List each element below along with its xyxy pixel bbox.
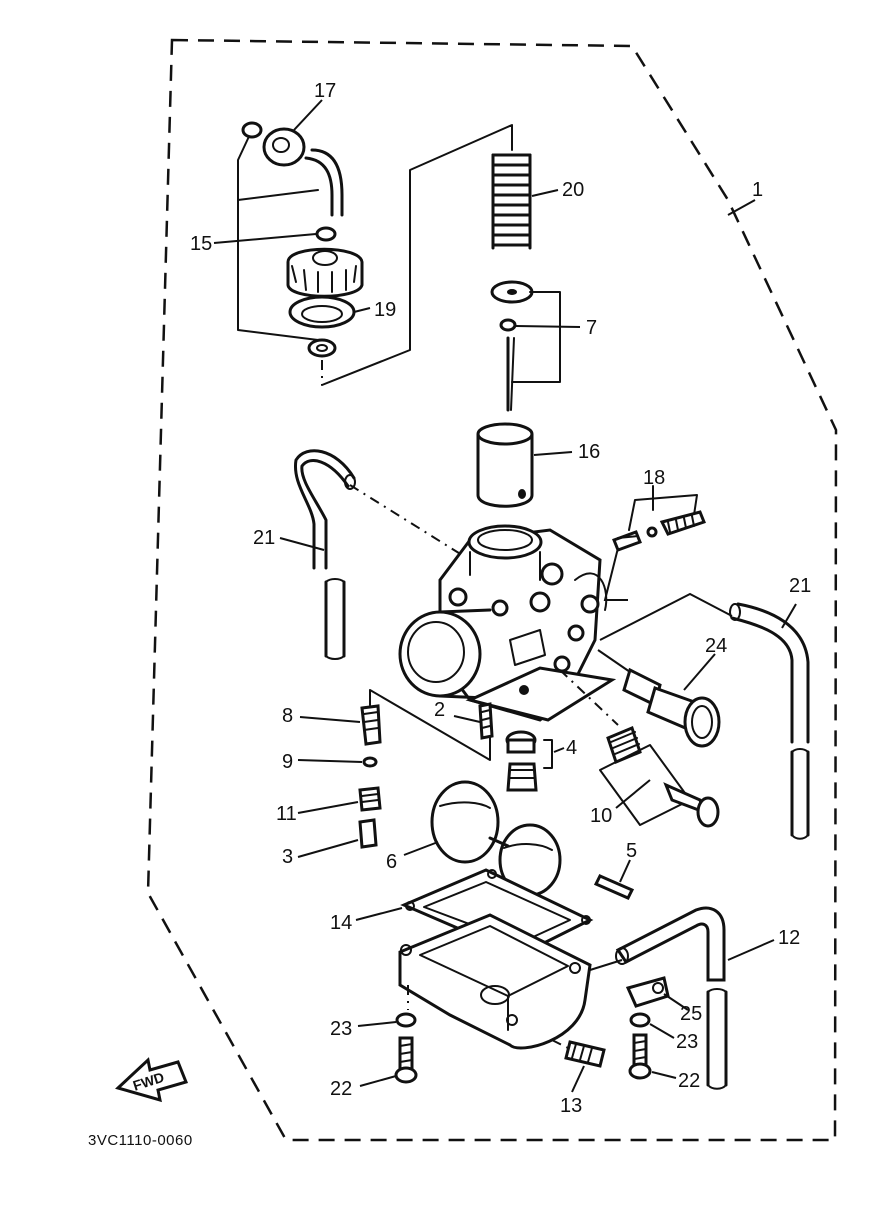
assembly-bracket [321, 124, 513, 386]
pilot-screw-set [612, 485, 706, 552]
vent-hose-right [599, 592, 810, 840]
assembly-boundary [146, 38, 838, 1142]
callout-23-right: 23 [676, 1031, 698, 1053]
callout-11: 11 [276, 803, 297, 825]
callout-15: 15 [190, 233, 212, 255]
callout-2: 2 [434, 699, 445, 721]
needle-jet-parts [478, 702, 553, 792]
callout-1: 1 [752, 179, 763, 201]
vent-hose-left [294, 449, 356, 660]
callout-7: 7 [586, 317, 597, 339]
callout-16: 16 [578, 441, 600, 463]
jet-needle-assembly [490, 280, 561, 412]
callout-3: 3 [282, 846, 293, 868]
callout-8: 8 [282, 705, 293, 727]
callout-10: 10 [590, 805, 612, 827]
intake-bore [398, 610, 482, 698]
callout-21-right: 21 [789, 575, 811, 597]
carburetor-body [398, 524, 617, 722]
callout-14: 14 [330, 912, 352, 934]
callout-21-left: 21 [253, 527, 275, 549]
float-pair [430, 780, 562, 897]
callout-22-left: 22 [330, 1078, 352, 1100]
cable-adjuster [262, 127, 306, 167]
callout-24: 24 [705, 635, 727, 657]
callout-23-left: 23 [330, 1018, 352, 1040]
callout-22-right: 22 [678, 1070, 700, 1092]
callout-4: 4 [566, 737, 577, 759]
diagram-reference-code: 3VC1110-0060 [88, 1132, 193, 1149]
callout-labels: 1 2 3 4 5 6 7 8 9 10 11 12 13 14 15 16 1… [190, 80, 811, 1117]
hose-bracket [625, 976, 670, 1008]
callout-17: 17 [314, 80, 336, 102]
overflow-hose [589, 906, 728, 1090]
drain-screw [551, 1039, 606, 1068]
callout-12: 12 [778, 927, 800, 949]
cable-guide-pipe [304, 156, 334, 217]
callout-25: 25 [680, 1003, 702, 1025]
mixing-chamber-cap [286, 247, 364, 298]
lock-nut [307, 338, 337, 358]
callout-18: 18 [643, 467, 665, 489]
forward-direction-arrow: FWD [115, 1057, 189, 1103]
starter-plunger [597, 649, 721, 748]
callout-9: 9 [282, 751, 293, 773]
washer [241, 121, 263, 139]
needle-clip [499, 318, 517, 332]
callout-6: 6 [386, 851, 397, 873]
callout-20: 20 [562, 179, 584, 201]
float-pin [593, 874, 635, 900]
throttle-valve [476, 422, 534, 508]
float-bowl [398, 913, 592, 1050]
callout-13: 13 [560, 1095, 582, 1117]
throttle-stop-screw [559, 669, 720, 828]
throttle-spring [491, 153, 532, 250]
callout-leaders [213, 99, 797, 1093]
jet-assembly [358, 689, 491, 849]
callout-19: 19 [374, 299, 396, 321]
o-ring [315, 226, 337, 242]
bowl-screws-right [628, 1012, 652, 1080]
callout-5: 5 [626, 840, 637, 862]
bowl-screws-left [394, 985, 418, 1084]
